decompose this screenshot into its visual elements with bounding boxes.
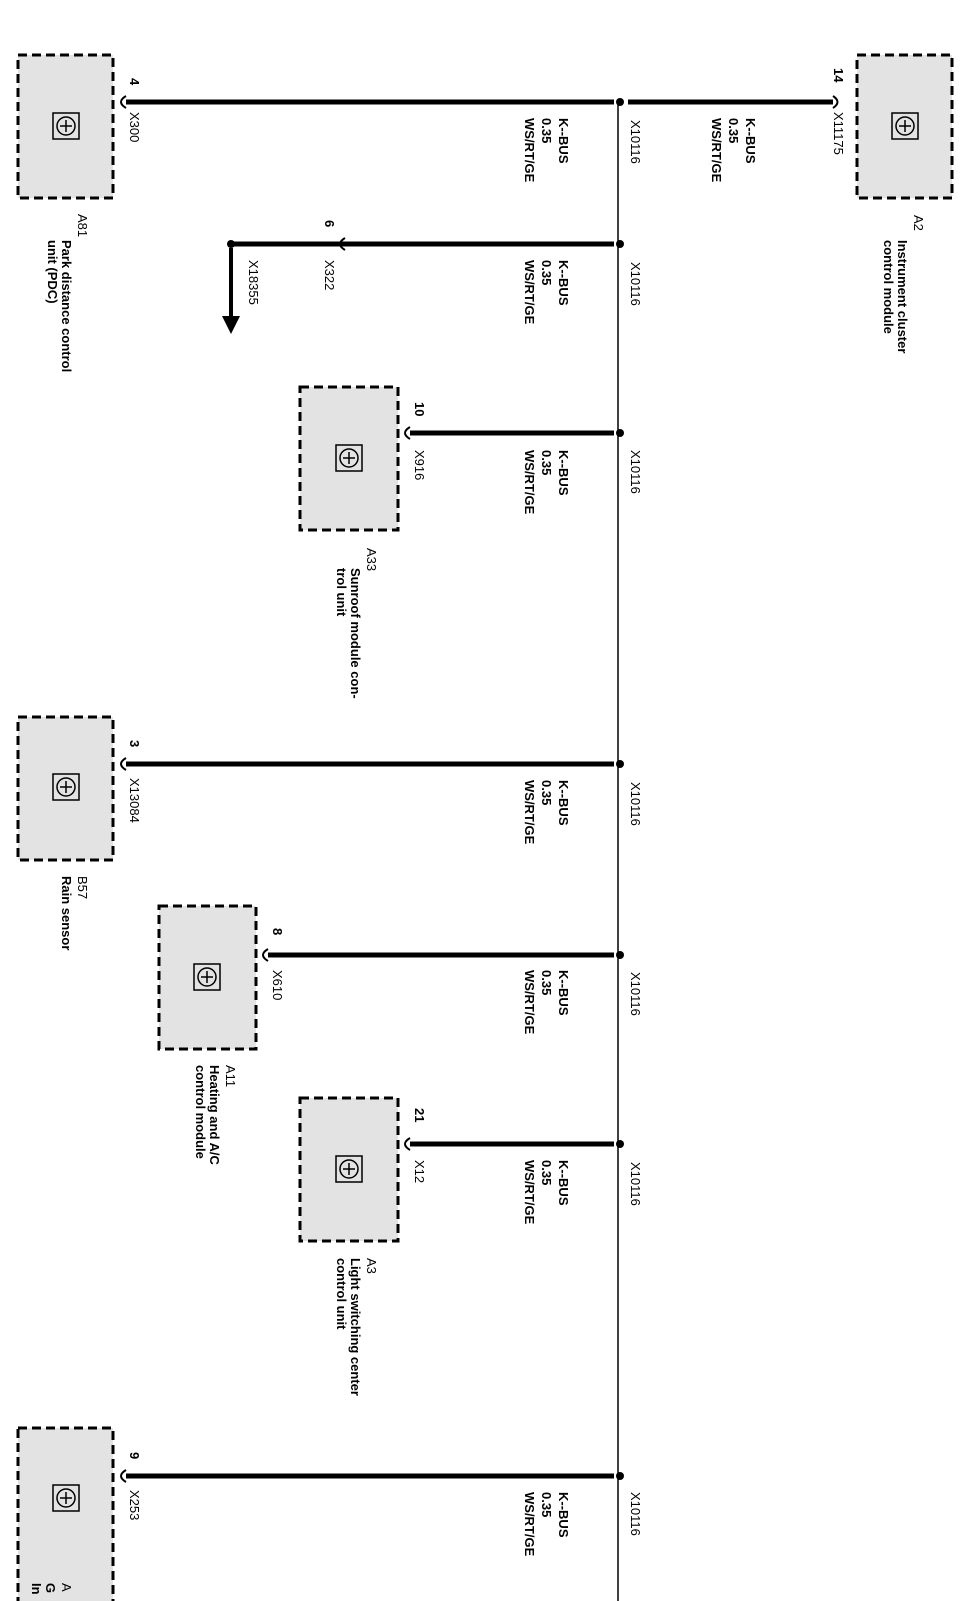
module-name-a33: Sunroof module con- trol unit [333,568,363,699]
module-symbol-icon [335,444,363,472]
module-symbol-icon [52,112,80,140]
splice-label: X10116 [628,450,643,494]
module-symbol-icon [52,1484,80,1512]
connector-x322: X322 [322,260,337,291]
wire-size: 0.35 [539,118,554,144]
bus-label: K--BUS [556,260,571,306]
splice-label: X10116 [628,1162,643,1206]
connector-a2: X11175 [831,112,846,155]
module-symbol-icon [193,963,221,991]
wire-color: WS/RT/GE [522,970,537,1035]
module-name-bottom: G In [28,1583,58,1595]
bus-label: K--BUS [743,118,758,164]
module-id-a2: A2 [911,215,926,231]
pin-a11: 8 [270,928,285,936]
module-id-a81: A81 [75,214,90,238]
connector-a3: X12 [412,1160,427,1184]
module-name-a3: Light switching center control unit [333,1258,363,1396]
module-symbol-icon [891,112,919,140]
module-id-bottom: A [59,1583,74,1592]
pin-a2: 14 [831,68,846,83]
splice-label: X10116 [628,782,643,826]
pin-bottom: 9 [127,1452,142,1460]
continuation-dot [227,240,235,248]
wire-size: 0.35 [539,1492,554,1518]
splice-dot [616,1140,624,1148]
connector-a11: X610 [270,970,285,1001]
module-id-a3: A3 [364,1258,379,1274]
splice-dot [616,951,624,959]
wire-color: WS/RT/GE [522,780,537,845]
bus-label: K--BUS [556,118,571,164]
connector-hook-icon [832,95,839,109]
splice-label: X10116 [628,262,643,306]
module-name-a11: Heating and A/C control module [192,1065,222,1165]
connector-a81: X300 [127,112,142,143]
bus-label: K--BUS [556,450,571,496]
down-arrow-icon [222,316,240,334]
connector-hook-icon [120,95,127,109]
module-id-b57: B57 [75,876,90,900]
wire-color: WS/RT/GE [522,1160,537,1225]
splice-dot [616,760,624,768]
connector-bottom: X253 [127,1490,142,1521]
pin-a81: 4 [127,78,142,86]
splice-label: X10116 [628,972,643,1016]
pin-a33: 10 [412,402,427,417]
wire-color: WS/RT/GE [522,260,537,325]
continuation-x18355: X18355 [246,260,261,305]
wire-size: 0.35 [539,1160,554,1186]
splice-dot [616,1472,624,1480]
connector-hook-icon [404,426,411,440]
wire-color: WS/RT/GE [709,118,724,183]
splice-dot [616,240,624,248]
module-name-a81: Park distance control unit (PDC) [44,240,74,373]
pin-a3: 21 [412,1108,427,1123]
bus-label: K--BUS [556,1160,571,1206]
bus-label: K--BUS [556,780,571,826]
module-symbol-icon [52,773,80,801]
pin-x322: 6 [322,220,337,228]
connector-b57: X13084 [127,778,142,823]
connector-a33: X916 [412,450,427,481]
module-name-b57: Rain sensor [59,876,74,951]
module-symbol-icon [335,1155,363,1183]
splice-label: X10116 [628,1492,643,1536]
connector-hook-icon [404,1137,411,1151]
wire-size: 0.35 [539,970,554,996]
splice-label: X10116 [628,120,643,164]
wire-color: WS/RT/GE [522,118,537,183]
wire-color: WS/RT/GE [522,450,537,515]
connector-hook-icon [339,237,346,251]
wire-size: 0.35 [726,118,741,144]
wire-size: 0.35 [539,260,554,286]
pin-b57: 3 [127,740,142,748]
wire-size: 0.35 [539,780,554,806]
splice-dot [616,98,624,106]
wire-size: 0.35 [539,450,554,476]
wire-color: WS/RT/GE [522,1492,537,1557]
connector-hook-icon [120,757,127,771]
bus-label: K--BUS [556,970,571,1016]
connector-hook-icon [262,948,269,962]
module-box-bottom [16,1426,115,1601]
bus-label: K--BUS [556,1492,571,1538]
module-name-a2: Instrument cluster control module [880,240,910,354]
module-box-a3 [298,1096,400,1243]
module-id-a11: A11 [223,1065,238,1088]
module-id-a33: A33 [364,548,379,572]
connector-hook-icon [120,1469,127,1483]
splice-dot [616,429,624,437]
